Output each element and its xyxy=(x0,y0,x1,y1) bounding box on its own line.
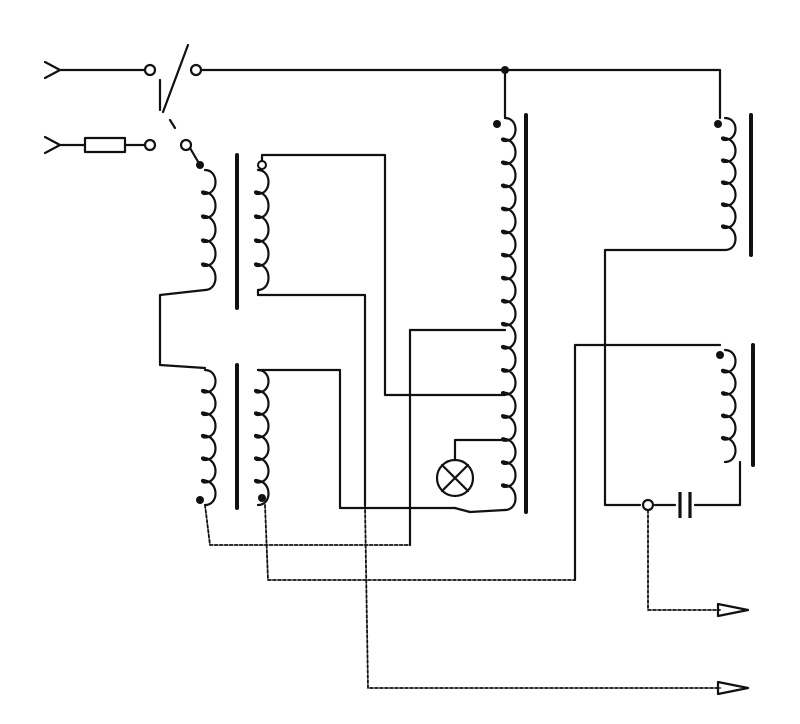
coil-primary-upper-left xyxy=(200,168,217,292)
coil-top-right xyxy=(720,116,737,252)
transformer-cores xyxy=(235,113,755,514)
input-terminal-2 xyxy=(43,135,147,155)
output-arrow-1 xyxy=(716,602,750,618)
coil-autotransformer xyxy=(500,116,517,512)
fuse xyxy=(83,136,127,154)
coils xyxy=(200,116,737,512)
output-arrow-2 xyxy=(716,680,750,696)
coil-bottom-right xyxy=(720,348,737,464)
coil-primary-lower-left xyxy=(200,368,217,507)
coil-polarity-dots xyxy=(196,120,724,504)
dashed-wiring xyxy=(204,504,721,689)
junction-node xyxy=(641,498,655,512)
mains-bus xyxy=(188,66,722,167)
indicator-lamp-icon xyxy=(435,458,475,498)
coil-secondary-lower-right xyxy=(253,368,270,507)
capacitor xyxy=(678,492,692,518)
junction-dot xyxy=(501,66,509,74)
input-terminal-1 xyxy=(43,60,147,80)
double-pole-switch[interactable] xyxy=(143,43,203,152)
wiring xyxy=(158,153,742,582)
coil-secondary-upper-right xyxy=(253,168,270,292)
